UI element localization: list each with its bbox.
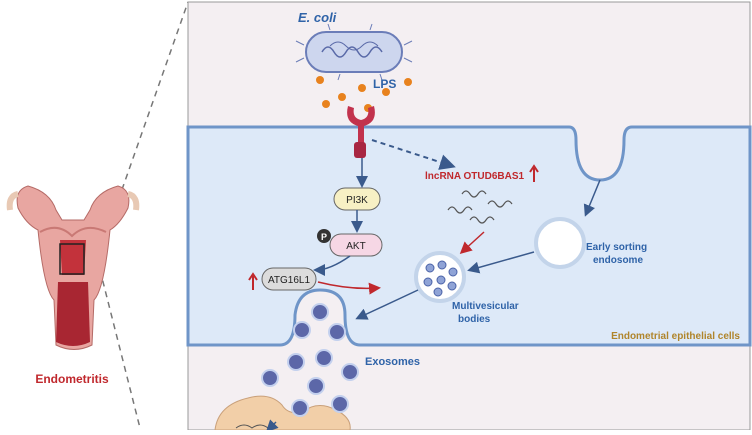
akt-node [329, 233, 383, 257]
rna-molecules [447, 190, 513, 224]
atg16l1-label: ATG16L1 [268, 275, 310, 286]
phospho-badge [317, 229, 331, 243]
exosomes-label: Exosomes [365, 356, 420, 368]
cell-label: Endometrial epithelial cells [611, 331, 740, 342]
early-endosome-label-1: Early sorting [586, 242, 647, 253]
pi3k-label: PI3K [346, 195, 368, 206]
akt-label: AKT [346, 241, 365, 252]
phospho-label: P [321, 232, 327, 242]
lps-label: LPS [373, 77, 396, 91]
lncrna-label: lncRNA OTUD6BAS1 [425, 171, 525, 182]
epithelial-cell [186, 125, 752, 347]
early-sorting-endosome [534, 217, 586, 269]
up-arrow-icon [248, 272, 258, 290]
mvb-label-1: Multivesicular [452, 301, 519, 312]
ecoli-icon [305, 31, 403, 73]
endometritis-label: Endometritis [35, 372, 109, 386]
recipient-cell [214, 395, 351, 431]
mvb-label-2: bodies [458, 314, 491, 325]
zoom-box [59, 243, 85, 275]
uterus-illustration [6, 185, 140, 350]
zoom-line-bottom [99, 269, 141, 429]
early-endosome-label-2: endosome [593, 255, 643, 266]
tlr4-receptor [347, 106, 375, 154]
ecoli-label: E. coli [298, 10, 337, 25]
exosome-particles [261, 303, 359, 417]
atg16l1-node [261, 267, 317, 291]
up-arrow-icon [529, 164, 539, 182]
